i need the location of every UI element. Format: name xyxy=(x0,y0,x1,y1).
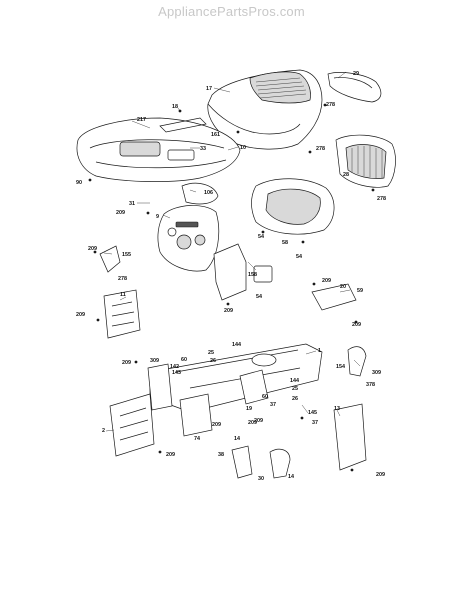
callout-labels: 17 29 278 18 217 161 33 10 278 28 278 90… xyxy=(76,71,386,482)
right-panel-13-part xyxy=(333,403,367,471)
callout-30: 30 xyxy=(258,476,264,482)
callout-145: 145 xyxy=(308,410,317,416)
callout-38: 38 xyxy=(218,452,224,458)
panel-142-part xyxy=(147,363,213,437)
callout-28: 28 xyxy=(343,172,349,178)
front-grille-part xyxy=(335,134,396,188)
callout-209: 209 xyxy=(322,278,331,284)
callout-217: 217 xyxy=(137,117,146,123)
site-watermark: AppliancePartsPros.com xyxy=(158,4,305,19)
callout-309: 309 xyxy=(150,358,159,364)
callout-209: 209 xyxy=(248,420,257,426)
bracket-158-part xyxy=(213,243,273,301)
steering-console-part xyxy=(157,182,220,272)
callout-26: 26 xyxy=(210,358,216,364)
seat-part xyxy=(251,178,335,235)
callout-9: 9 xyxy=(156,214,159,220)
callout-309: 309 xyxy=(372,370,381,376)
callout-90: 90 xyxy=(76,180,82,186)
callout-278: 278 xyxy=(316,146,325,152)
callout-278: 278 xyxy=(377,196,386,202)
callout-2: 2 xyxy=(102,428,105,434)
callout-14: 14 xyxy=(234,436,240,442)
callout-154: 154 xyxy=(336,364,345,370)
bolt-markers xyxy=(88,103,375,472)
callout-144: 144 xyxy=(290,378,299,384)
callout-20: 20 xyxy=(340,284,346,290)
callout-278: 278 xyxy=(118,276,127,282)
callout-209: 209 xyxy=(224,308,233,314)
bracket-38-part xyxy=(231,445,253,479)
callout-209: 209 xyxy=(376,472,385,478)
callout-74: 74 xyxy=(194,436,200,442)
callout-209: 209 xyxy=(76,312,85,318)
callout-161: 161 xyxy=(211,132,220,138)
callout-209: 209 xyxy=(122,360,131,366)
hood-part xyxy=(207,69,323,150)
bracket-154-part xyxy=(347,346,367,377)
callout-37: 37 xyxy=(270,402,276,408)
callout-25: 25 xyxy=(208,350,214,356)
callout-209: 209 xyxy=(166,452,175,458)
callout-54: 54 xyxy=(256,294,262,300)
callout-19: 19 xyxy=(246,406,252,412)
callout-143: 143 xyxy=(172,370,181,376)
callout-33: 33 xyxy=(200,146,206,152)
dash-panel-part xyxy=(76,117,241,182)
callout-144: 144 xyxy=(232,342,241,348)
callout-209: 209 xyxy=(116,210,125,216)
plate-59-part xyxy=(311,283,357,311)
frame-chassis-part xyxy=(149,343,323,413)
callout-26: 26 xyxy=(292,396,298,402)
callout-58: 58 xyxy=(282,240,288,246)
callout-37: 37 xyxy=(312,420,318,426)
callout-106: 106 xyxy=(204,190,213,196)
grille-part xyxy=(327,72,382,103)
callout-142: 142 xyxy=(170,364,179,370)
callout-209: 209 xyxy=(88,246,97,252)
callout-378: 378 xyxy=(366,382,375,388)
callout-1: 1 xyxy=(318,348,321,354)
callout-158: 158 xyxy=(248,272,257,278)
callout-14: 14 xyxy=(288,474,294,480)
callout-278: 278 xyxy=(326,102,335,108)
callout-25: 25 xyxy=(292,386,298,392)
callout-59: 59 xyxy=(357,288,363,294)
callout-29: 29 xyxy=(353,71,359,77)
lower-panel-2-part xyxy=(109,393,155,457)
callout-54: 54 xyxy=(258,234,264,240)
callout-11: 11 xyxy=(120,292,126,298)
bracket-155-part xyxy=(99,245,121,273)
callout-13: 13 xyxy=(334,406,340,412)
callout-18: 18 xyxy=(172,104,178,110)
callout-209: 209 xyxy=(254,418,263,424)
leader-lines xyxy=(103,71,361,432)
callout-60: 60 xyxy=(181,357,187,363)
callout-31: 31 xyxy=(129,201,135,207)
callout-209: 209 xyxy=(212,422,221,428)
callout-17: 17 xyxy=(206,86,212,92)
callout-60: 60 xyxy=(262,394,268,400)
callout-10: 10 xyxy=(240,145,246,151)
bracket-30-part xyxy=(269,448,291,479)
callout-54: 54 xyxy=(296,254,302,260)
callout-209: 209 xyxy=(352,322,361,328)
callout-155: 155 xyxy=(122,252,131,258)
side-panel-part xyxy=(103,289,141,339)
